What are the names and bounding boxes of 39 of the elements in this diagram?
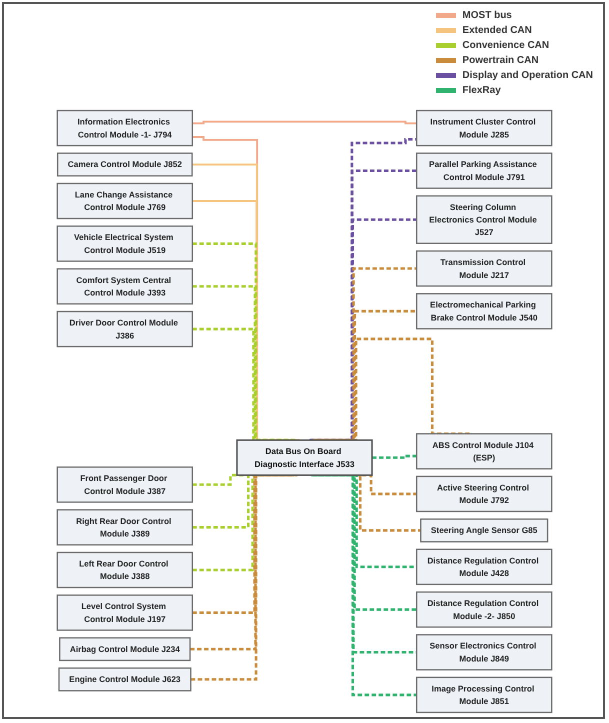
node-box: Left Rear Door Control Module J388 [56, 552, 194, 588]
node-box: Parallel Parking Assistance Control Module J791 [416, 152, 552, 189]
connector [192, 120, 417, 124]
node-box: Distance Regulation Control Module -2- J850 [416, 591, 552, 628]
node-box: Instrument Cluster Control Module J285 [416, 110, 552, 146]
node-box: Distance Regulation Control Module J428 [416, 548, 552, 586]
node-box: Electromechanical Parking Brake Control Module J540 [416, 293, 552, 330]
node-box: ABS Control Module J104 (ESP) [416, 433, 552, 470]
node-box: Camera Control Module J852 [56, 152, 193, 176]
node-box: Data Bus On Board Diagnostic Interface J533 [236, 439, 373, 476]
legend-label: Convenience CAN [462, 40, 550, 51]
node-box: Steering Angle Sensor G85 [420, 518, 548, 542]
node-box: Transmission Control Module J217 [416, 250, 552, 287]
legend-label: FlexRay [462, 85, 501, 96]
connector [311, 218, 417, 442]
node-box: Engine Control Module J623 [58, 667, 192, 692]
legend-label: Powertrain CAN [462, 55, 539, 66]
legend-label: Extended CAN [462, 25, 532, 36]
connector [192, 242, 298, 442]
node-box: Driver Door Control Module J386 [56, 310, 194, 348]
node-box: Front Passenger Door Control Module J387 [56, 466, 194, 503]
connector [312, 267, 417, 442]
node-box: Comfort System Central Control Module J393 [56, 268, 194, 305]
node-box: Steering Column Electronics Control Module J527 [416, 195, 552, 244]
node-box: Information Electronics Control Module -1- J794 [56, 110, 194, 146]
node-box: Lane Change Assistance Control Module J769 [56, 182, 194, 220]
node-box: Airbag Control Module J234 [59, 637, 191, 662]
connector [315, 310, 417, 442]
node-box: Active Steering Control Module J792 [416, 476, 552, 512]
legend-label: Display and Operation CAN [462, 70, 593, 81]
legend-label: MOST bus [462, 10, 512, 21]
connector [192, 328, 292, 442]
node-box: Vehicle Electrical System Control Module J519 [56, 226, 194, 262]
node-box: Image Processing Control Module J851 [416, 676, 552, 714]
node-box: Sensor Electronics Control Module J849 [416, 634, 552, 670]
node-box: Level Control System Control Module J197 [56, 594, 194, 631]
connector [372, 454, 417, 459]
node-box: Right Rear Door Control Module J389 [56, 509, 194, 546]
connector [192, 285, 296, 442]
